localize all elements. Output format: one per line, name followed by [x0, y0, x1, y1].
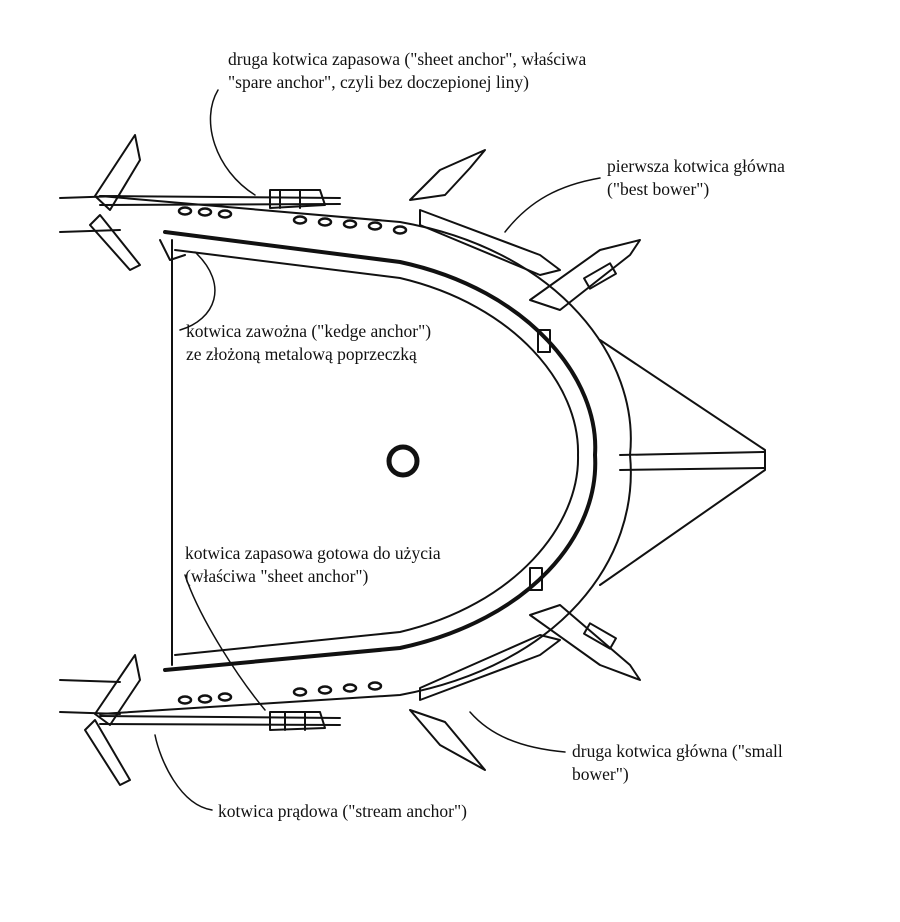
label-best-bower: pierwsza kotwica główna ("best bower"): [607, 155, 785, 201]
leader-kedge: [179, 251, 216, 331]
label-line: kotwica zawożna ("kedge anchor"): [186, 321, 432, 341]
label-line: ze złożoną metalową poprzeczką: [186, 344, 417, 364]
stream-anchor-drawing: [84, 654, 341, 786]
label-line: druga kotwica zapasowa ("sheet anchor", …: [228, 49, 587, 69]
leader-sheet-ready: [184, 574, 266, 711]
small-bower-anchor: [409, 567, 641, 771]
leader-small-bower: [469, 711, 566, 753]
leader-sheet-spare: [209, 89, 256, 196]
label-line: kotwica prądowa ("stream anchor"): [218, 801, 467, 821]
label-line: ("best bower"): [607, 179, 710, 199]
label-kedge-anchor: kotwica zawożna ("kedge anchor") ze złoż…: [186, 320, 431, 366]
inner-hull-rail: [163, 230, 598, 672]
label-line: bower"): [572, 764, 629, 784]
bowsprit: [599, 339, 766, 586]
label-sheet-anchor-ready: kotwica zapasowa gotowa do użycia (właśc…: [185, 542, 441, 588]
capstan-ring: [386, 444, 420, 478]
label-line: druga kotwica główna ("small: [572, 741, 783, 761]
hawse-holes: [177, 206, 408, 705]
label-line: pierwsza kotwica główna: [607, 156, 785, 176]
label-line: kotwica zapasowa gotowa do użycia: [185, 543, 441, 563]
label-line: "spare anchor", czyli bez doczepionej li…: [228, 72, 529, 92]
best-bower-anchor: [409, 149, 641, 353]
label-stream-anchor: kotwica prądowa ("stream anchor"): [218, 800, 467, 823]
label-spare-sheet-anchor: druga kotwica zapasowa ("sheet anchor", …: [228, 48, 586, 94]
leader-stream: [154, 734, 213, 811]
label-small-bower: druga kotwica główna ("small bower"): [572, 740, 783, 786]
deck-beams: [59, 195, 121, 715]
spare-sheet-anchor: [89, 134, 341, 271]
inner-hull-rail-inner: [174, 249, 580, 656]
leader-best-bower: [504, 177, 601, 233]
kedge-anchor-drawing: [159, 239, 186, 261]
leader-lines: [154, 89, 601, 811]
label-line: (właściwa "sheet anchor"): [185, 566, 369, 586]
